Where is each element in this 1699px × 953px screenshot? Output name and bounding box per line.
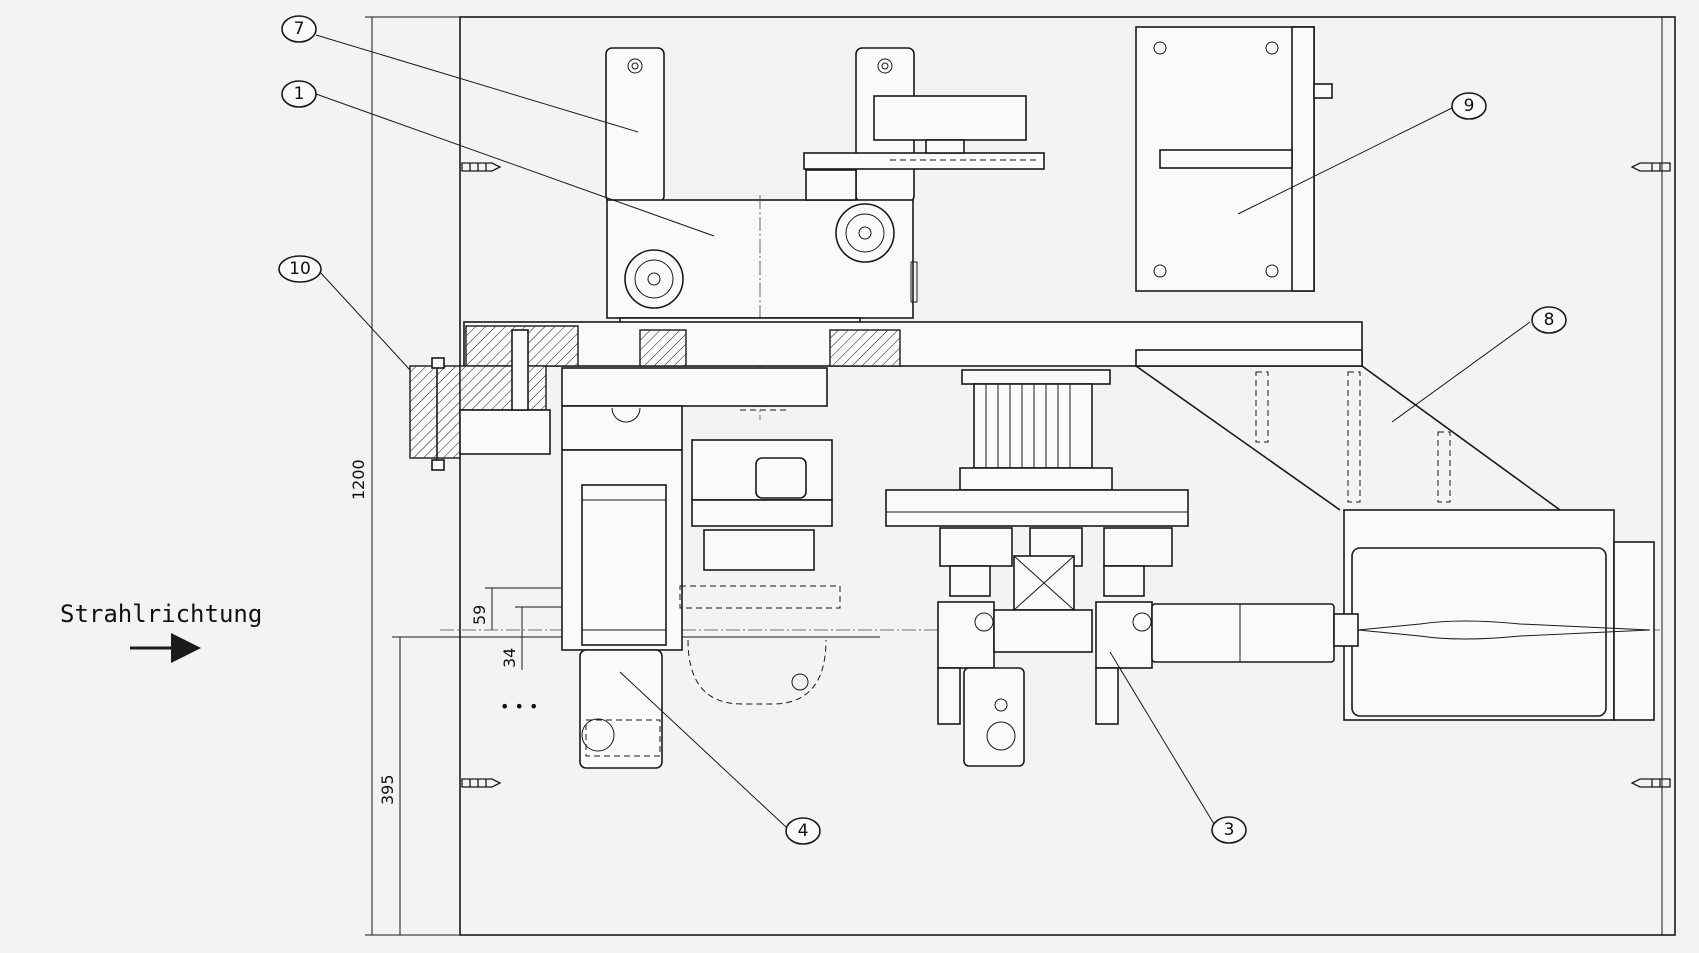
- flow-direction-label: Strahlrichtung: [60, 600, 262, 628]
- part-9-plate: [1135, 26, 1333, 292]
- balloon-10: 10: [278, 255, 322, 283]
- balloon-1-label: 1: [294, 84, 305, 104]
- base-plate-outline: [459, 16, 1676, 936]
- part-4-shutter: [561, 439, 841, 769]
- upper-motor: [803, 95, 1045, 201]
- balloon-4: 4: [785, 817, 821, 845]
- dim-59-label: 59: [470, 605, 489, 625]
- dimension-overall-height: 1200: [349, 16, 460, 936]
- balloon-7: 7: [281, 15, 317, 43]
- balloon-7-label: 7: [294, 19, 305, 39]
- mounting-screw-icon: [461, 162, 1671, 788]
- part-8-bracket: [1135, 365, 1561, 511]
- balloon-8: 8: [1531, 306, 1567, 334]
- lamp-housing: [1333, 509, 1655, 721]
- balloon-4-label: 4: [798, 821, 809, 841]
- dim-1200-label: 1200: [349, 459, 368, 500]
- ellipsis-dots: • • •: [500, 697, 538, 716]
- balloon-3-label: 3: [1224, 820, 1235, 840]
- balloon-3: 3: [1211, 816, 1247, 844]
- main-support-bar: [463, 321, 1363, 367]
- dim-395-label: 395: [378, 774, 397, 805]
- part-1-housing: [606, 195, 918, 420]
- balloon-10-label: 10: [289, 259, 311, 279]
- part-7-posts: [605, 47, 915, 203]
- center-heatsink: [885, 369, 1189, 527]
- part-10-clamp: [409, 329, 551, 471]
- balloon-1: 1: [281, 80, 317, 108]
- dim-34-label: 34: [500, 648, 519, 668]
- part-3-valves: [937, 527, 1335, 767]
- leader-lines: [315, 34, 1531, 828]
- balloon-9: 9: [1451, 92, 1487, 120]
- balloon-9-label: 9: [1464, 96, 1475, 116]
- lower-carrier-bar: [561, 367, 828, 451]
- balloon-8-label: 8: [1544, 310, 1555, 330]
